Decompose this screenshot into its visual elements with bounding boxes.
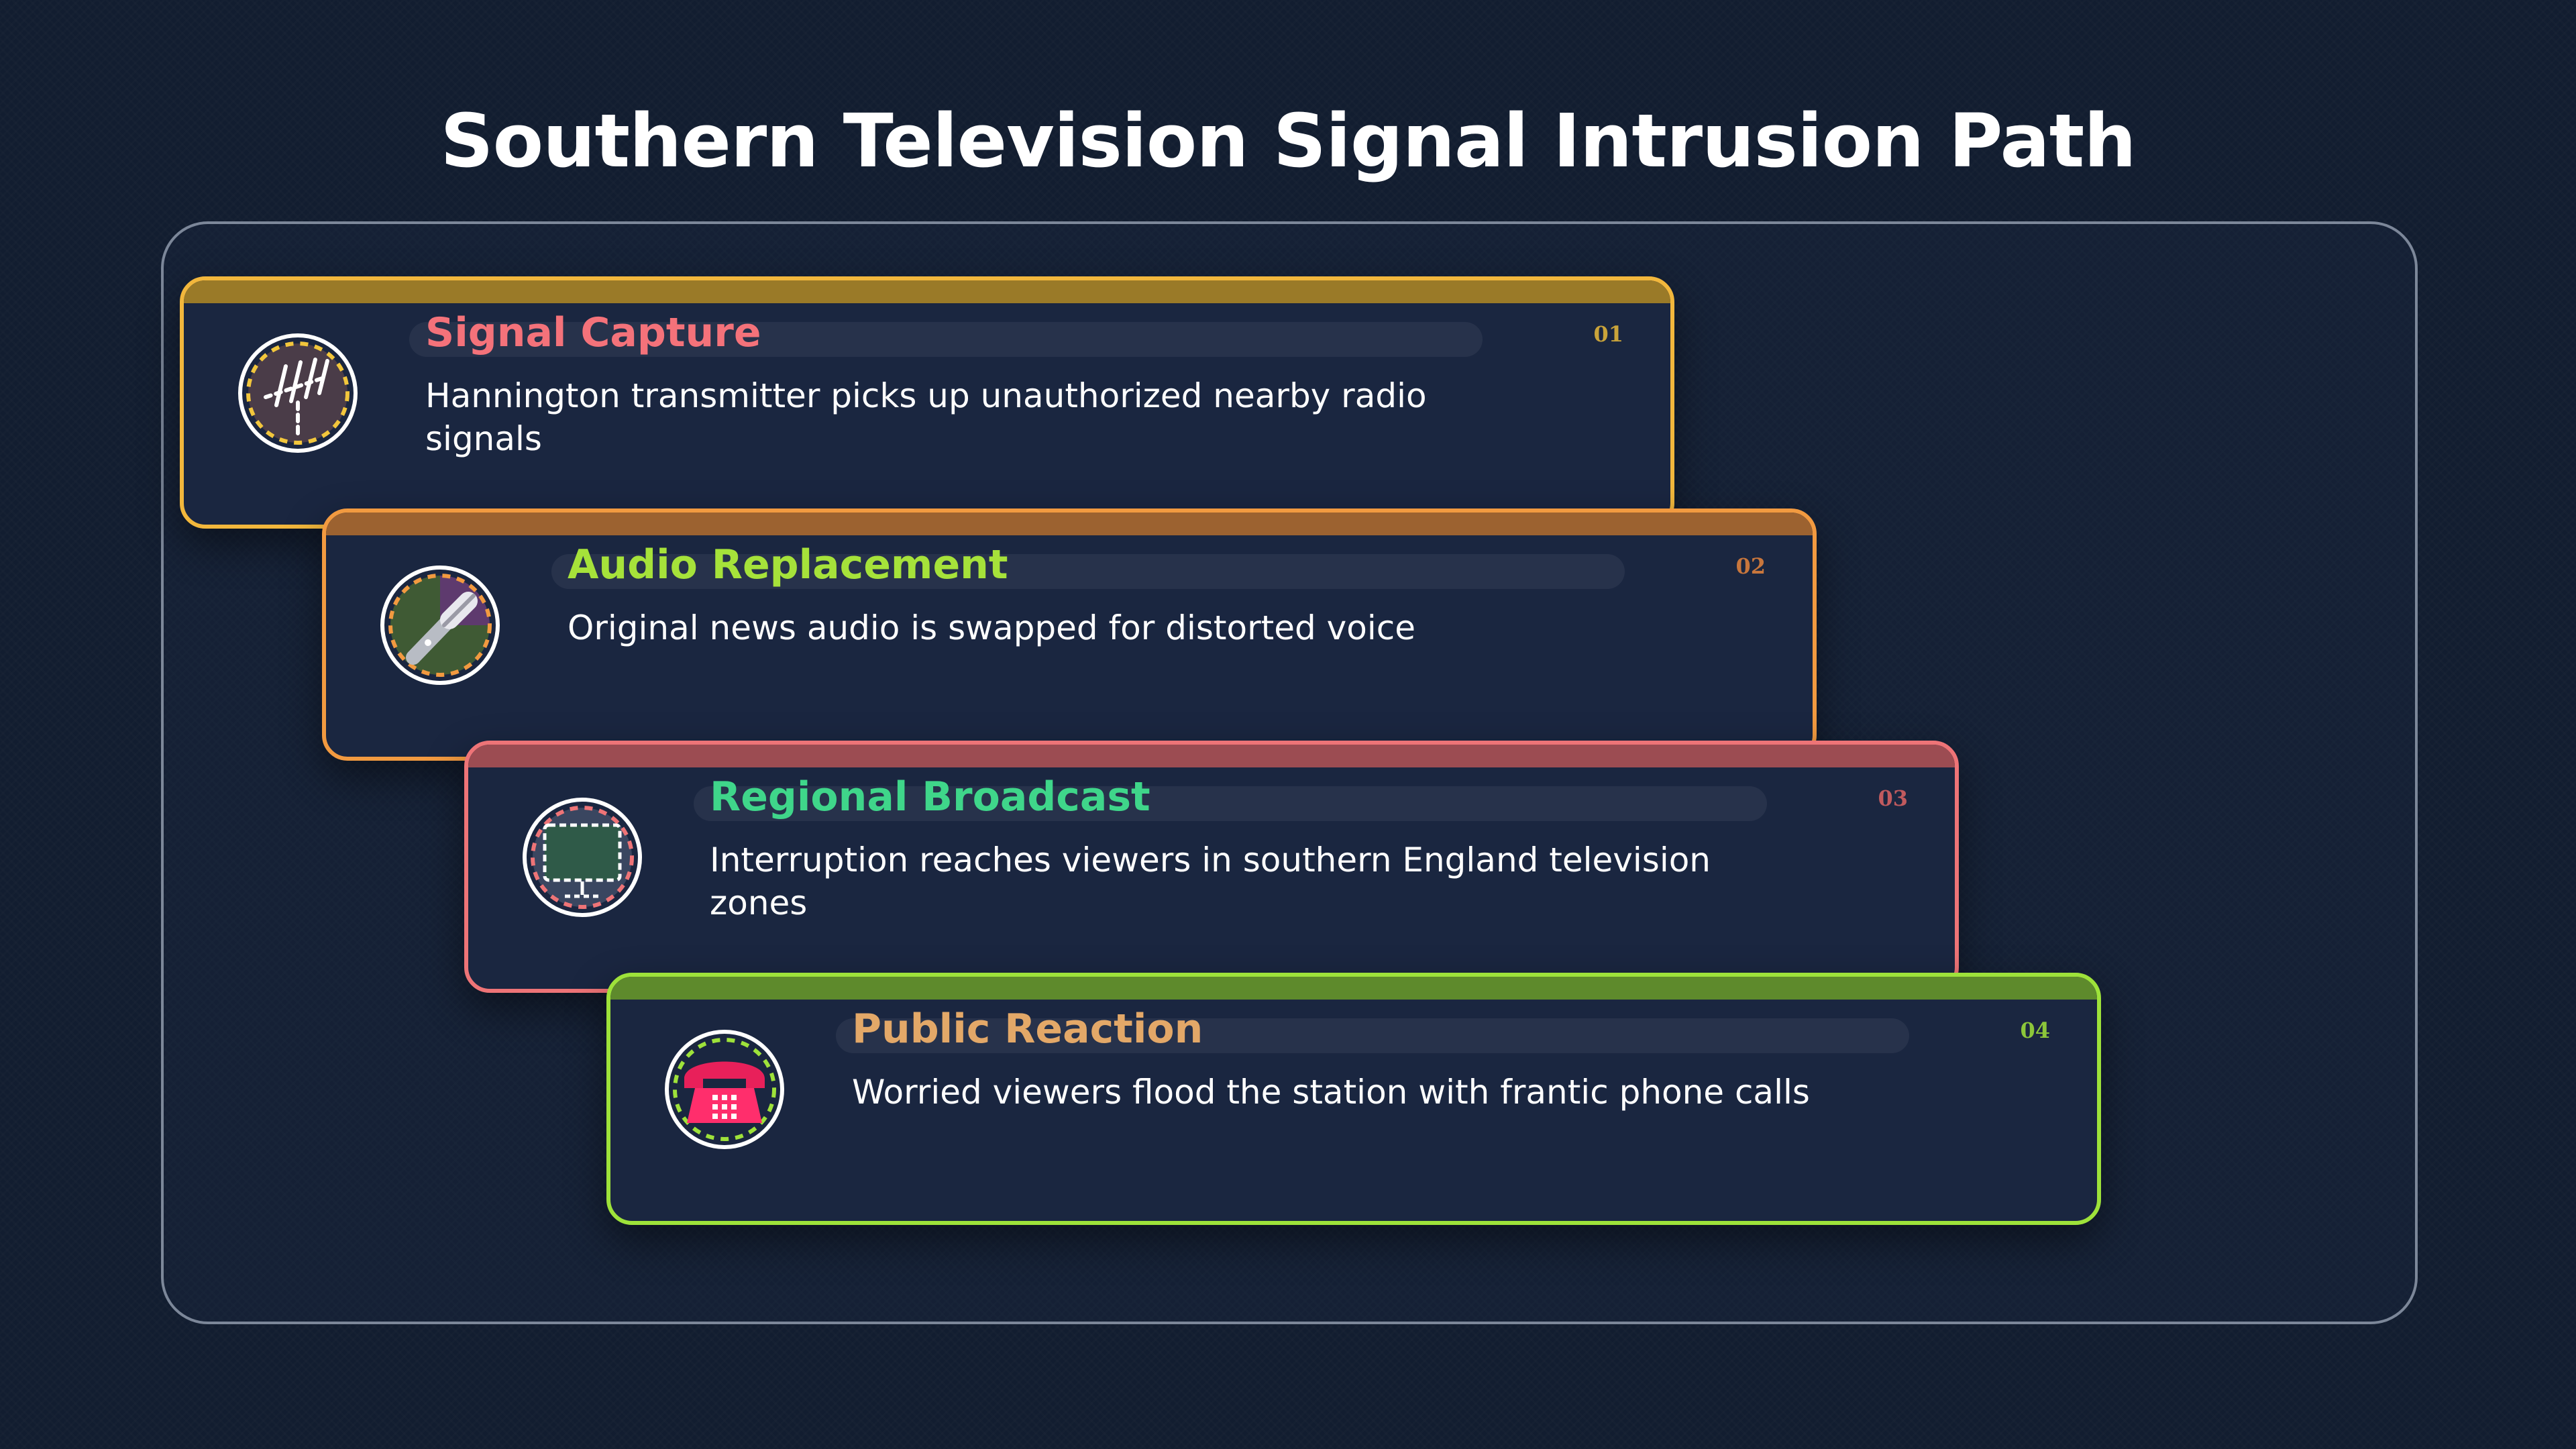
title-track	[694, 786, 1767, 821]
card-header-band	[610, 977, 2097, 1000]
title-track	[409, 322, 1483, 357]
microphone-icon	[380, 565, 500, 686]
step-card-public-reaction: Public Reaction Worried viewers flood th…	[606, 973, 2101, 1225]
antenna-icon	[237, 333, 358, 453]
card-header-band	[468, 745, 1955, 767]
title-track	[551, 554, 1625, 589]
step-description: Interruption reaches viewers in southern…	[710, 841, 1711, 922]
step-title: Public Reaction	[852, 1006, 1203, 1053]
step-number: 02	[1735, 553, 1766, 579]
step-description: Original news audio is swapped for disto…	[568, 608, 1415, 647]
step-title: Audio Replacement	[568, 541, 1008, 588]
title-track	[836, 1018, 1909, 1053]
television-icon	[522, 797, 643, 918]
step-number: 01	[1593, 321, 1623, 347]
step-title: Regional Broadcast	[710, 773, 1150, 820]
card-header-band	[326, 513, 1813, 535]
step-card-regional-broadcast: Regional Broadcast Interruption reaches …	[464, 741, 1959, 993]
telephone-icon	[664, 1029, 785, 1150]
card-header-band	[184, 280, 1670, 303]
step-card-audio-replacement: Audio Replacement Original news audio is…	[322, 508, 1817, 761]
step-description: Hannington transmitter picks up unauthor…	[425, 376, 1427, 458]
step-number: 03	[1878, 786, 1908, 811]
step-number: 04	[2020, 1018, 2050, 1043]
step-card-signal-capture: Signal Capture Hannington transmitter pi…	[180, 276, 1674, 529]
page-title: Southern Television Signal Intrusion Pat…	[440, 98, 2136, 184]
step-description: Worried viewers flood the station with f…	[852, 1073, 1810, 1112]
step-title: Signal Capture	[425, 309, 761, 356]
